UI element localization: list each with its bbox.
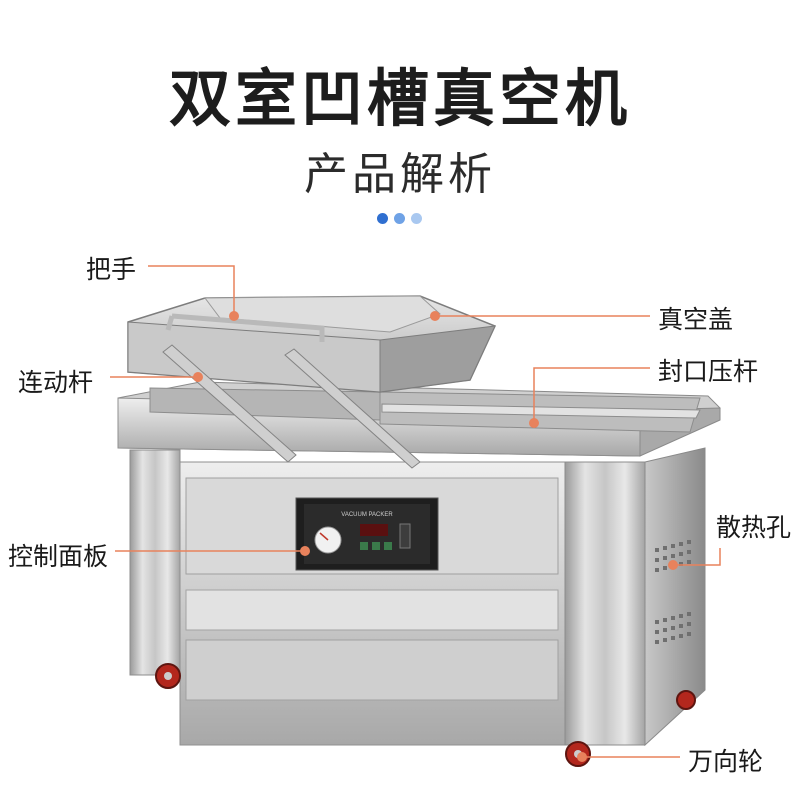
page-title: 双室凹槽真空机 [168, 62, 631, 135]
label-linkage-rod: 连动杆 [18, 368, 94, 397]
label-handle: 把手 [86, 255, 137, 284]
pagination-dot [411, 213, 422, 224]
callout-line-handle [148, 265, 235, 316]
panel-brand-text: VACUUM PACKER [341, 512, 393, 518]
panel-button [360, 542, 368, 550]
callout-line-vent [673, 548, 721, 566]
pagination-dots [377, 213, 422, 224]
callout-dots [193, 311, 678, 762]
label-vent-holes: 散热孔 [716, 513, 792, 542]
label-vacuum-cover: 真空盖 [658, 305, 734, 334]
label-control-panel: 控制面板 [8, 542, 109, 571]
label-seal-bar: 封口压杆 [658, 357, 759, 386]
panel-button [372, 542, 380, 550]
pagination-dot [377, 213, 388, 224]
callout-lines [110, 265, 721, 758]
label-caster: 万向轮 [688, 747, 764, 776]
digital-display [360, 524, 388, 536]
panel-button [384, 542, 392, 550]
cover-handle [165, 313, 325, 342]
seal-bar [381, 403, 701, 419]
callout-line-seal [533, 367, 650, 423]
page-subtitle: 产品解析 [304, 149, 496, 200]
machine-top-deck [117, 381, 721, 457]
control-panel: VACUUM PACKER [295, 497, 439, 571]
machine-body [129, 447, 706, 747]
vent-holes [655, 540, 691, 644]
pagination-dot [394, 213, 405, 224]
panel-switch [399, 523, 411, 549]
